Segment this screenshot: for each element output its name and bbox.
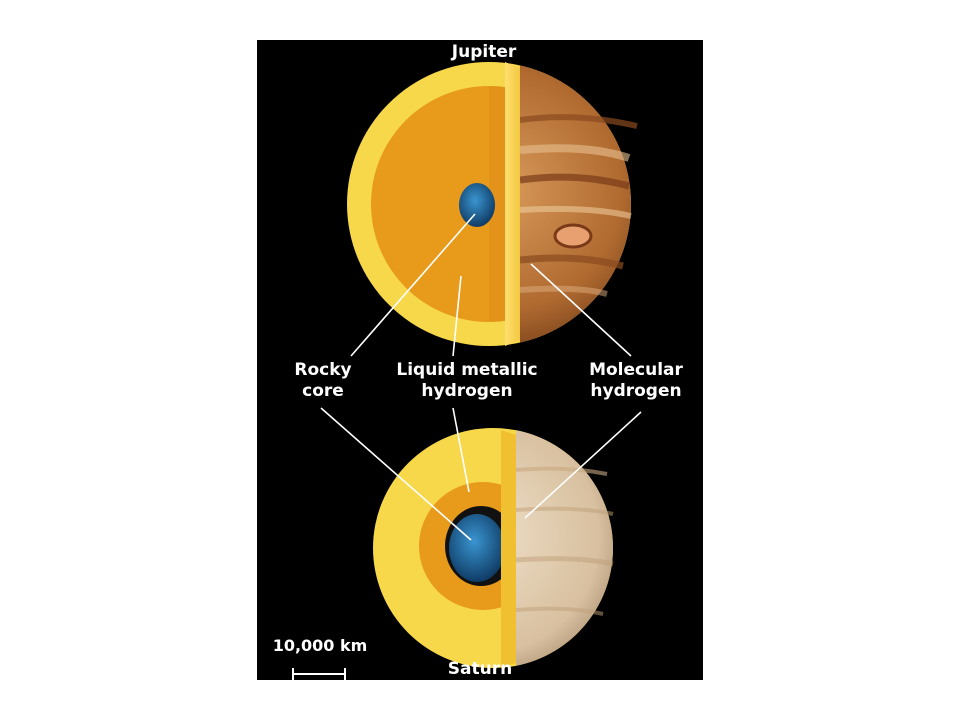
scale-bar xyxy=(292,668,346,680)
jupiter-surface xyxy=(520,65,638,343)
scale-label: 10,000 km xyxy=(272,636,368,655)
pointer-saturn-molecular xyxy=(524,411,642,519)
jupiter-cutaway xyxy=(347,62,638,346)
pointer-jupiter-core xyxy=(350,213,476,357)
diagram-panel: Jupiter Saturn Rocky core Liquid metalli… xyxy=(257,40,703,680)
jupiter-title: Jupiter xyxy=(451,42,517,62)
label-liquid-metallic-hydrogen: Liquid metallic hydrogen xyxy=(396,360,538,401)
label-rocky-core: Rocky core xyxy=(294,360,352,401)
planet-interiors-diagram xyxy=(292,62,642,680)
label-molecular-hydrogen: Molecular hydrogen xyxy=(589,360,683,401)
saturn-title: Saturn xyxy=(447,659,513,679)
saturn-rocky-core xyxy=(449,514,505,582)
pointer-jupiter-molecular xyxy=(530,263,632,357)
saturn-cut-face xyxy=(501,430,519,668)
pointer-saturn-metallic xyxy=(452,407,470,493)
pointer-saturn-core xyxy=(320,407,472,541)
jupiter-rocky-core xyxy=(459,183,495,227)
saturn-surface xyxy=(516,430,614,666)
saturn-cutaway xyxy=(373,428,614,668)
pointer-lines xyxy=(320,213,642,541)
pointer-jupiter-metallic xyxy=(452,275,462,357)
